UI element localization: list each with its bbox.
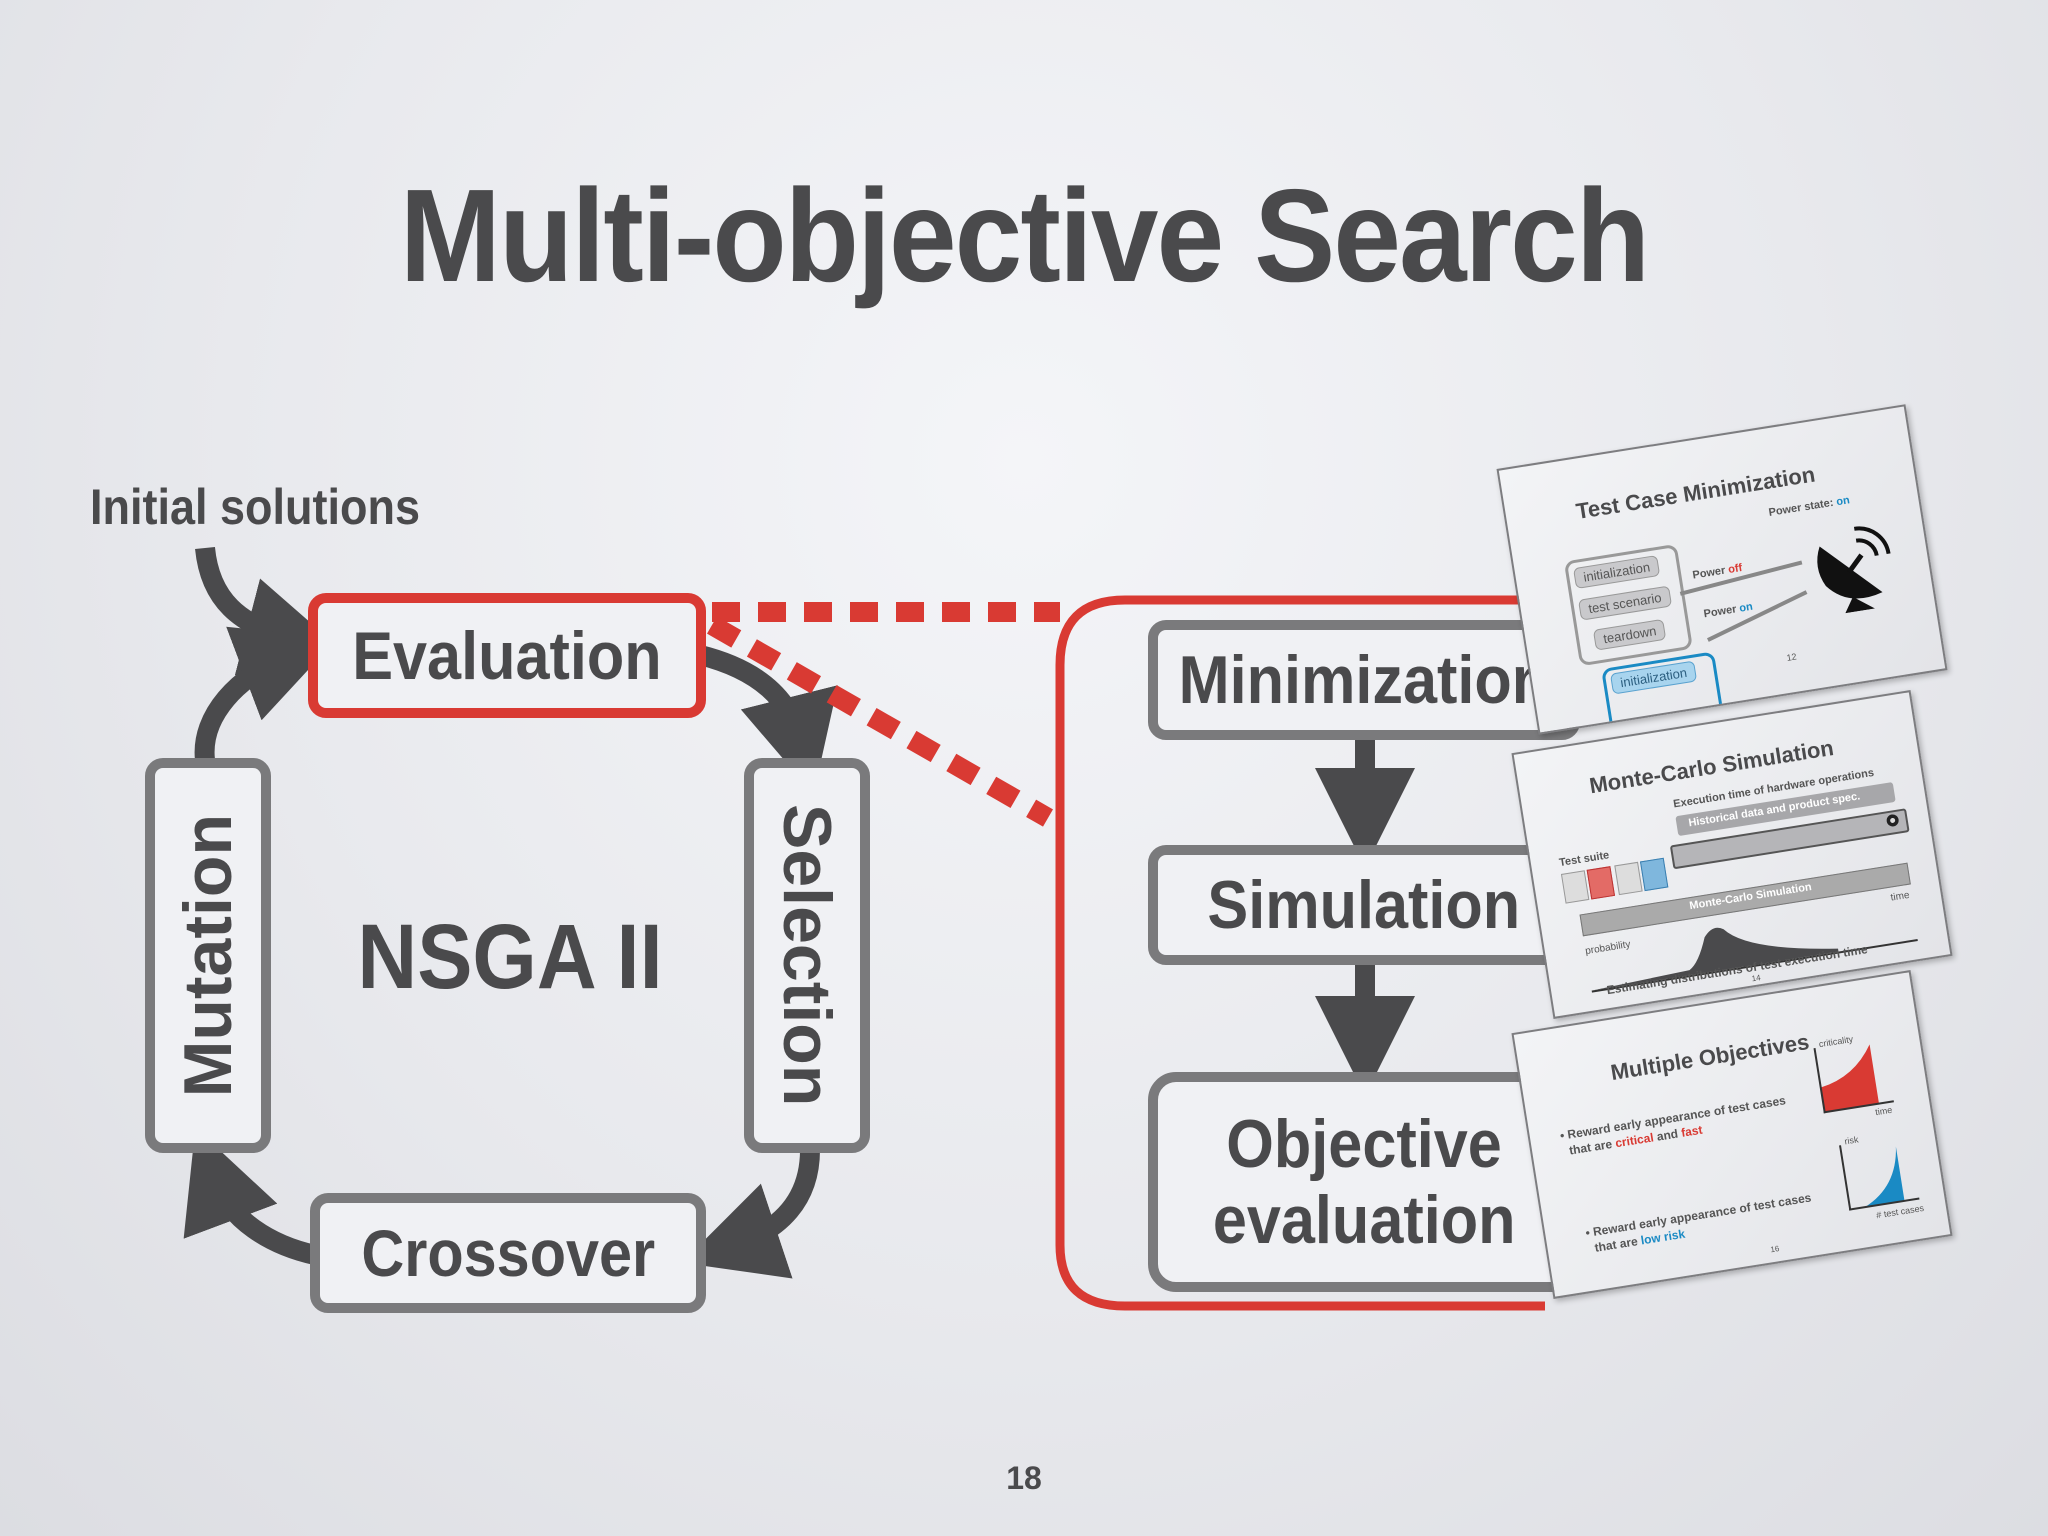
mutation-box: Mutation xyxy=(145,758,271,1153)
selection-box: Selection xyxy=(744,758,870,1153)
thumbnail-monte-carlo-simulation: Monte-Carlo Simulation Execution time of… xyxy=(1511,690,1953,1019)
satellite-dish-icon xyxy=(1817,526,1891,614)
thumbnail-test-case-minimization: Test Case Minimization Power state: on i… xyxy=(1496,404,1948,735)
crossover-box: Crossover xyxy=(310,1193,706,1313)
thumb2-test-suite: Test suite xyxy=(1558,849,1611,870)
thumb3-bullet1: • Reward early appearance of test cases … xyxy=(1559,1093,1787,1158)
thumb2-page-number: 14 xyxy=(1751,973,1762,984)
thumb1-arrows xyxy=(1679,560,1808,642)
objective-label-line1: Objective xyxy=(1226,1105,1502,1182)
thumb3-title: Multiple Objectives xyxy=(1608,1028,1811,1086)
mutation-label: Mutation xyxy=(170,813,246,1098)
objective-label-line2: evaluation xyxy=(1212,1182,1516,1258)
gear-icon xyxy=(1886,814,1899,827)
thumbnail-multiple-objectives: Multiple Objectives • Reward early appea… xyxy=(1511,970,1953,1299)
arrow-initial-to-evaluation xyxy=(195,546,345,676)
thumb1-page-number: 12 xyxy=(1785,651,1798,663)
arrow-crossover-to-mutation xyxy=(183,1127,318,1265)
arrow-mutation-to-evaluation xyxy=(194,626,338,762)
thumb2-distribution-curve xyxy=(1591,927,1918,993)
simulation-box: Simulation xyxy=(1148,845,1580,965)
thumb3-criticality-plot xyxy=(1813,1044,1894,1114)
page-title: Multi-objective Search xyxy=(399,162,1650,309)
thumb3-bullet2-a: Reward early appearance of test cases xyxy=(1591,1190,1813,1239)
selection-label: Selection xyxy=(769,804,845,1107)
thumb3-time: time xyxy=(1874,1104,1893,1118)
arrow-selection-to-crossover xyxy=(681,1149,820,1279)
crossover-label: Crossover xyxy=(361,1216,655,1290)
nsga-label: NSGA II xyxy=(357,906,663,1008)
minimization-box: Minimization xyxy=(1148,620,1580,740)
minimization-label: Minimization xyxy=(1178,642,1550,718)
thumb3-bullet2: • Reward early appearance of test cases … xyxy=(1584,1190,1813,1255)
arrow-evaluation-to-selection xyxy=(697,645,838,795)
detail-container-outline xyxy=(1055,595,1545,1311)
dotted-link-diagonal xyxy=(707,616,1053,827)
thumb3-bullet1-d: and xyxy=(1655,1126,1679,1144)
thumb3-bullet1-e: fast xyxy=(1680,1122,1704,1140)
evaluation-box: Evaluation xyxy=(308,593,706,718)
initial-solutions-label: Initial solutions xyxy=(90,479,421,535)
page-number: 18 xyxy=(1006,1460,1042,1496)
evaluation-label: Evaluation xyxy=(352,617,662,694)
thumb3-risk-plot xyxy=(1839,1145,1920,1211)
objective-evaluation-box: Objective evaluation xyxy=(1148,1072,1580,1292)
thumb3-page-number: 16 xyxy=(1769,1244,1781,1255)
simulation-label: Simulation xyxy=(1207,867,1521,943)
